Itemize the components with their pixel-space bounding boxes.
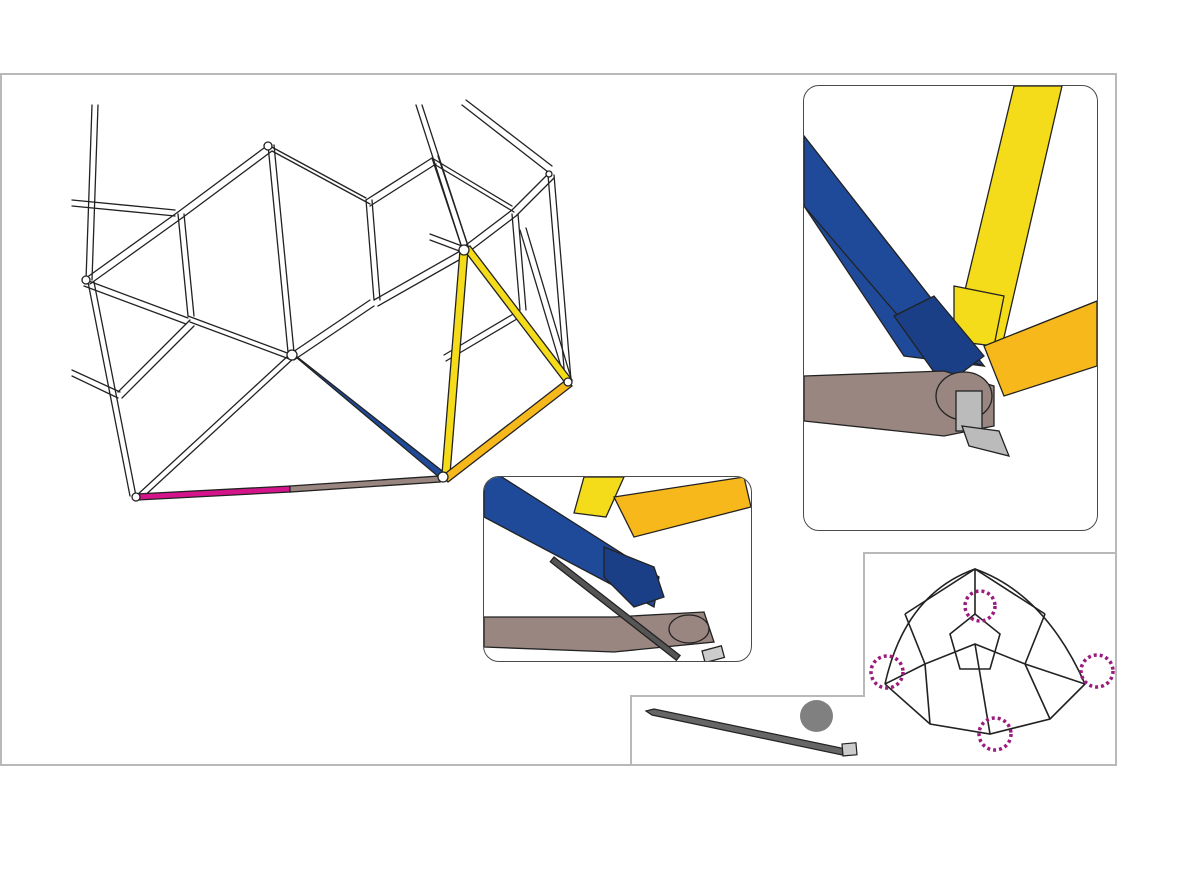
callout-circle-bottom [979, 718, 1011, 750]
callout-circle-right [1081, 655, 1113, 687]
hub-joints [82, 142, 572, 501]
quantity-badge [800, 700, 833, 732]
detail-tie-insertion-drawing [484, 477, 751, 661]
detail-inset-tie-fastened [803, 85, 1098, 531]
colored-tube-struts [136, 246, 572, 500]
detail-inset-tie-insertion [483, 476, 752, 662]
callout-circle-top [965, 591, 995, 621]
dome-overview-drawing [865, 554, 1117, 766]
detail-tie-fastened-drawing [804, 86, 1097, 530]
dome-overview-box [863, 552, 1117, 766]
